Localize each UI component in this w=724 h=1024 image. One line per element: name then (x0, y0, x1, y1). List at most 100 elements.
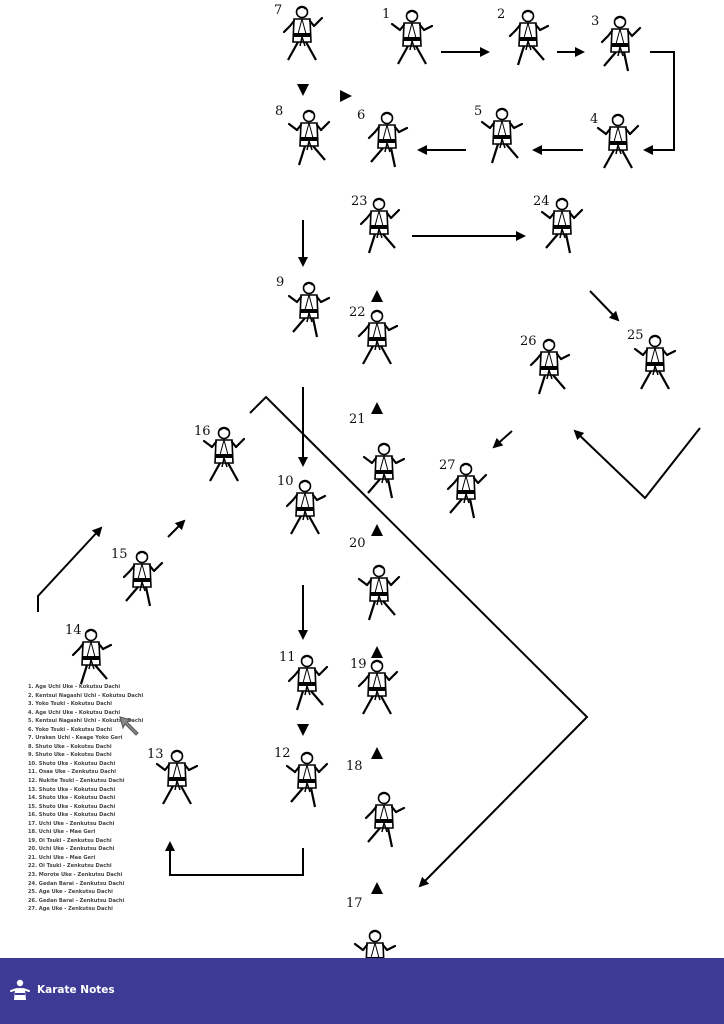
legend-item: 13. Shuto Uke - Kokutsu Dachi (28, 786, 116, 793)
step-number: 3 (591, 14, 600, 29)
karateka-figure-8 (287, 108, 331, 168)
karateka-figure-27 (444, 461, 488, 521)
karateka-figure-16 (202, 425, 246, 485)
movement-arrow (37, 526, 103, 612)
karateka-figure-4 (596, 112, 640, 172)
step-number: 18 (346, 759, 363, 774)
karateka-figure-24 (540, 196, 584, 256)
legend-item: 24. Gedan Barai - Zenkutsu Dachi (28, 880, 125, 887)
movement-arrow (165, 841, 304, 876)
legend-item: 12. Nukite Tsuki - Zenkutsu Dachi (28, 778, 125, 785)
step-number: 25 (627, 328, 644, 343)
karateka-figure-3 (598, 14, 642, 74)
legend-item: 7. Uraken Uchi - Keage Yoko Geri (28, 735, 123, 742)
direction-marker (297, 84, 309, 96)
direction-marker (371, 646, 383, 658)
karateka-figure-22 (355, 308, 399, 368)
karateka-figure-5 (480, 106, 524, 166)
karateka-figure-21 (362, 441, 406, 501)
legend-item: 9. Shuto Uke - Kokutsu Dachi (28, 752, 112, 759)
step-number: 8 (275, 104, 284, 119)
movement-arrow (573, 427, 701, 500)
step-number: 7 (274, 3, 283, 18)
karateka-figure-15 (120, 549, 164, 609)
legend-item: 20. Uchi Uke - Zenkutsu Dachi (28, 846, 115, 853)
legend-item: 8. Shuto Uke - Kokutsu Dachi (28, 743, 112, 750)
brand[interactable]: Karate Notes (8, 978, 115, 1002)
legend-item: 19. Oi Tsuki - Zenkutsu Dachi (28, 837, 112, 844)
karateka-figure-11 (285, 653, 329, 713)
step-number: 24 (533, 194, 550, 209)
karateka-figure-1 (390, 8, 434, 68)
karateka-figure-9 (287, 280, 331, 340)
step-number: 4 (590, 112, 599, 127)
technique-legend: 1. Age Uchi Uke - Kokutsu Dachi 2. Kents… (28, 683, 158, 914)
legend-item: 26. Gedan Barai - Zenkutsu Dachi (28, 897, 125, 904)
movement-arrow (492, 430, 513, 449)
legend-item: 14. Shuto Uke - Kokutsu Dachi (28, 795, 116, 802)
direction-marker (297, 724, 309, 736)
karateka-figure-25 (633, 333, 677, 393)
brand-name: Karate Notes (37, 984, 115, 996)
movement-arrow (589, 290, 620, 322)
direction-marker (371, 882, 383, 894)
step-number: 26 (520, 334, 537, 349)
legend-item: 6. Yoko Tsuki - Kokutsu Dachi (28, 726, 113, 733)
legend-item: 10. Shuto Uke - Kokutsu Dachi (28, 760, 116, 767)
step-number: 13 (147, 747, 164, 762)
direction-marker (371, 290, 383, 302)
legend-item: 11. Osae Uke - Zenkutsu Dachi (28, 769, 117, 776)
karateka-figure-13 (155, 748, 199, 808)
step-number: 9 (276, 275, 285, 290)
legend-item: 1. Age Uchi Uke - Kokutsu Dachi (28, 684, 121, 690)
step-number: 12 (274, 746, 291, 761)
karateka-figure-12 (285, 750, 329, 810)
karateka-logo-icon (10, 979, 30, 1000)
legend-item: 15. Shuto Uke - Kokutsu Dachi (28, 803, 116, 810)
karateka-figure-26 (527, 337, 571, 397)
step-number: 15 (111, 547, 128, 562)
karateka-figure-18 (362, 790, 406, 850)
legend-item: 22. Oi Tsuki - Zenkutsu Dachi (28, 863, 112, 870)
legend-item: 3. Yoko Tsuki - Kokutsu Dachi (28, 701, 113, 708)
direction-marker (371, 524, 383, 536)
footer-bar: Karate Notes (0, 958, 724, 1024)
legend-item: 23. Morote Uke - Zenkutsu Dachi (28, 872, 123, 879)
legend-item: 2. Kentsui Nagashi Uchi - Kokutsu Dachi (28, 692, 144, 699)
legend-item: 27. Age Uke - Zenkutsu Dachi (28, 906, 113, 913)
legend-item: 4. Age Uchi Uke - Kokutsu Dachi (28, 709, 121, 716)
step-number: 23 (351, 194, 368, 209)
karateka-figure-2 (506, 8, 550, 68)
step-number: 11 (279, 650, 296, 665)
karateka-figure-6 (365, 110, 409, 170)
step-number: 16 (194, 424, 211, 439)
step-number: 21 (349, 412, 366, 427)
karateka-figure-7 (280, 4, 324, 64)
legend-item: 5. Kentsui Nagashi Uchi - Kokutsu Dachi (28, 718, 144, 725)
step-number: 20 (349, 536, 366, 551)
karateka-figure-20 (357, 563, 401, 623)
karateka-figure-10 (283, 478, 327, 538)
step-number: 27 (439, 458, 456, 473)
step-number: 19 (350, 657, 367, 672)
legend-item: 18. Uchi Uke - Mae Geri (28, 829, 96, 836)
step-number: 10 (277, 474, 294, 489)
movement-arrows (37, 47, 701, 894)
direction-marker (371, 747, 383, 759)
cursor-arrow-icon (119, 716, 139, 736)
step-number: 14 (65, 623, 82, 638)
legend-item: 25. Age Uke - Zenkutsu Dachi (28, 889, 113, 896)
karateka-figure-14 (69, 627, 113, 687)
step-number: 22 (349, 305, 366, 320)
step-number: 1 (382, 7, 391, 22)
step-number: 2 (497, 7, 506, 22)
step-number: 17 (346, 896, 363, 911)
legend-item: 21. Uchi Uke - Mae Geri (28, 854, 96, 861)
movement-arrow (167, 519, 186, 538)
legend-item: 16. Shuto Uke - Kokutsu Dachi (28, 812, 116, 819)
step-number: 6 (357, 108, 366, 123)
legend-item: 17. Uchi Uke - Zenkutsu Dachi (28, 820, 115, 827)
karateka-figure-23 (357, 196, 401, 256)
movement-arrow (643, 51, 675, 155)
